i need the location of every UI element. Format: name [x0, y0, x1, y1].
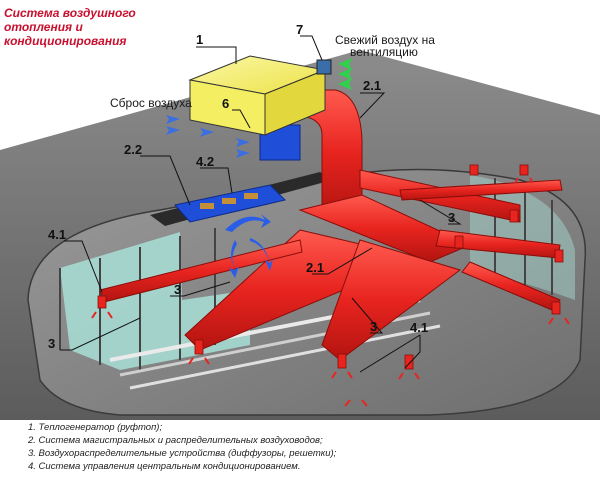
legend-item-2: 2. Система магистральных и распределител… — [28, 435, 323, 446]
return-air-arrows — [225, 214, 273, 278]
exhaust-label: Сброс воздуха — [110, 96, 192, 110]
callout-6: 6 — [222, 96, 229, 111]
branch-duct-f — [399, 179, 563, 201]
callout-3-left: 3 — [48, 336, 55, 351]
supply-air-arrows — [91, 177, 570, 407]
title-line-2: отопления и — [4, 20, 83, 34]
leader-lines — [60, 35, 462, 373]
callout-2-1-top: 2.1 — [363, 78, 381, 93]
diffuser-grilles — [200, 193, 258, 209]
callout-2-1-mid: 2.1 — [306, 260, 324, 275]
fresh-air-label-line-2: вентиляцию — [350, 45, 418, 59]
fresh-air-intake-7 — [316, 59, 332, 75]
callout-2-2: 2.2 — [124, 142, 142, 157]
callout-4-2: 4.2 — [196, 154, 214, 169]
callout-1: 1 — [196, 32, 203, 47]
callout-3-bottom: 3 — [370, 319, 377, 334]
legend-item-3: 3. Воздухораспределительные устройства (… — [28, 448, 337, 459]
callout-4-1-left: 4.1 — [48, 227, 66, 242]
fresh-air-arrows — [338, 58, 352, 90]
callout-3-mid: 3 — [174, 282, 181, 297]
diffuser-outlets — [97, 164, 564, 370]
callout-7: 7 — [296, 22, 303, 37]
legend: 1. Теплогенератор (руфтоп); 2. Система м… — [28, 421, 588, 473]
callout-4-1-bottom: 4.1 — [410, 320, 428, 335]
legend-item-4: 4. Система управления центральным кондиц… — [28, 461, 301, 472]
title-line-1: Система воздушного — [4, 6, 136, 20]
fresh-air-label-line-1: Свежий воздух на — [335, 33, 435, 47]
exhaust-air-arrows — [166, 115, 250, 158]
diagram-title: Система воздушного отопления и кондицион… — [4, 6, 204, 48]
title-line-3: кондиционирования — [4, 34, 127, 48]
rooftop-unit-side — [264, 69, 326, 136]
callout-3-right: 3 — [448, 210, 455, 225]
hvac-diagram: 1 7 6 2.1 2.2 4.2 4.1 3 3 2.1 3 3 4.1 Св… — [0, 22, 600, 420]
legend-item-1: 1. Теплогенератор (руфтоп); — [28, 422, 163, 433]
